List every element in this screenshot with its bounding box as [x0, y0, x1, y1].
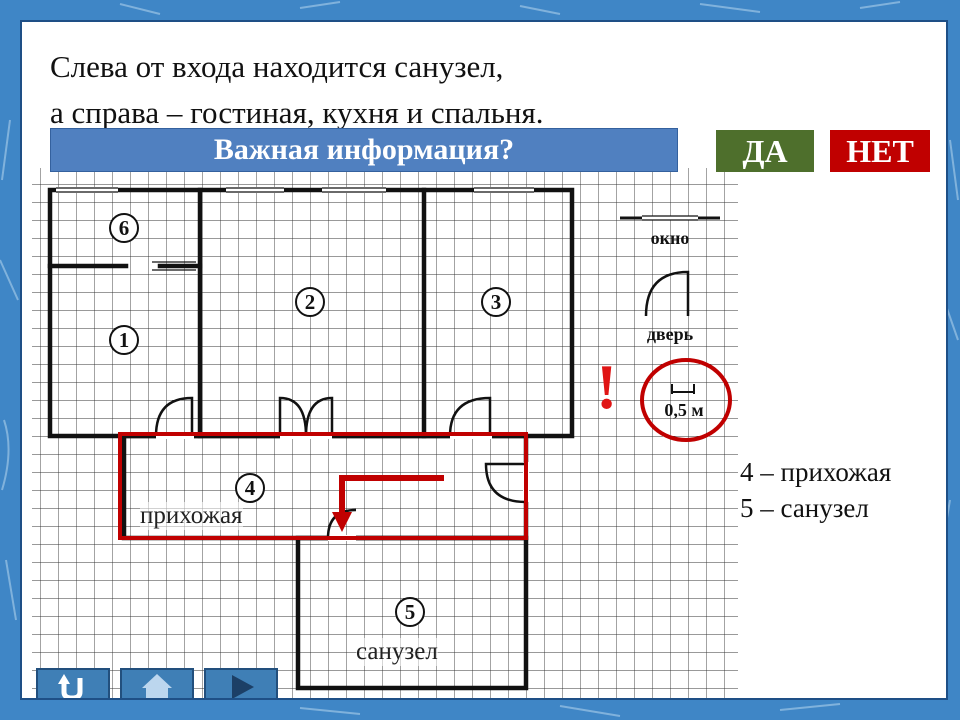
room-number-5: 5 [395, 597, 425, 627]
room-number-3: 3 [481, 287, 511, 317]
scale-key-label: 0,5 м [664, 400, 703, 420]
svg-text:6: 6 [119, 216, 130, 240]
svg-text:1: 1 [119, 328, 130, 352]
path-arrow-head [332, 512, 352, 532]
plan-key: окно дверь 0,5 м [620, 215, 732, 442]
door-key-symbol [644, 270, 690, 317]
hallway-highlight [118, 432, 528, 540]
floor-plan: 6 1 2 3 4 5 окно дверь 0,5 м [32, 168, 738, 698]
svg-text:3: 3 [491, 290, 502, 314]
question-banner: Важная информация? [50, 128, 678, 172]
door-key-label: дверь [647, 324, 694, 344]
heading-line-1: Слева от входа находится санузел, [50, 49, 504, 84]
next-button[interactable] [204, 668, 278, 698]
room-legend: 4 – прихожая 5 – санузел [740, 454, 891, 526]
return-icon [58, 674, 83, 698]
hallway-label: прихожая [140, 502, 243, 530]
legend-item-bathroom: 5 – санузел [740, 493, 869, 523]
scale-key-symbol [671, 384, 695, 394]
room-number-6: 6 [109, 213, 139, 243]
home-icon [142, 674, 172, 698]
yes-button[interactable]: ДА [716, 130, 814, 172]
scale-highlight-circle [640, 358, 732, 442]
heading-line-2: а справа – гостиная, кухня и спальня. [50, 95, 544, 130]
room-number-1: 1 [109, 325, 139, 355]
slide-heading: Слева от входа находится санузел, а спра… [50, 44, 543, 136]
home-button[interactable] [120, 668, 194, 698]
svg-text:4: 4 [245, 476, 256, 500]
slide: Слева от входа находится санузел, а спра… [20, 20, 948, 700]
room-number-4: 4 [235, 473, 265, 503]
room-number-2: 2 [295, 287, 325, 317]
legend-item-hallway: 4 – прихожая [740, 457, 892, 487]
next-arrow-icon [232, 675, 254, 698]
svg-text:2: 2 [305, 290, 316, 314]
no-button[interactable]: НЕТ [830, 130, 930, 172]
return-button[interactable] [36, 668, 110, 698]
path-arrow-line [339, 475, 444, 524]
bathroom-label: санузел [356, 638, 438, 666]
room-numbers: 6 1 2 3 4 5 [109, 213, 511, 627]
window-key-label: окно [651, 228, 690, 248]
svg-text:5: 5 [405, 600, 416, 624]
exclamation-mark: ! [596, 351, 618, 422]
